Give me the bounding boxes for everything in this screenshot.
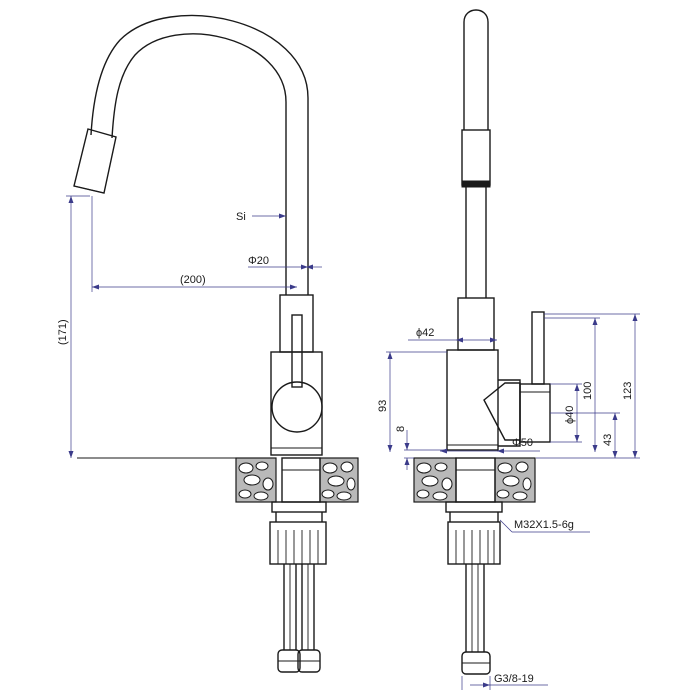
thread-leader (499, 519, 513, 533)
side-view: Si Φ20 (200) (171) (57, 14, 359, 673)
front-spout-top (463, 9, 489, 130)
side-shank (281, 457, 321, 503)
front-body-neck (457, 297, 495, 351)
side-lever (291, 314, 303, 388)
side-fixing-nut (269, 521, 327, 565)
dim43-label: 43 (602, 434, 614, 446)
front-washer (445, 501, 503, 513)
front-lever (531, 311, 545, 385)
front-spray-collar (461, 129, 491, 186)
side-spray-head-tip (73, 185, 105, 194)
side-washer (271, 501, 327, 513)
side-spray-head (73, 128, 117, 194)
dim100-label: 100 (582, 382, 594, 400)
side-body-neck (279, 294, 314, 353)
front-body (446, 349, 499, 451)
front-handle-slope (483, 382, 521, 441)
side-nut-ribs (277, 530, 319, 564)
front-stone-pattern (416, 461, 532, 501)
si-label: Si (236, 211, 246, 223)
phi50-label: Φ50 (512, 437, 533, 449)
front-view: ϕ42 93 8 Φ50 ϕ40 100 123 43 (377, 9, 640, 690)
thread-label: M32X1.5-6g (514, 519, 574, 531)
side-handle-knob (271, 381, 323, 433)
dim8-label: 8 (395, 426, 407, 432)
front-shank (455, 457, 496, 503)
side-stone-pattern (238, 461, 356, 501)
dim123-label: 123 (622, 382, 634, 400)
front-nut-ribs (455, 530, 495, 564)
side-body (270, 351, 323, 456)
front-fixing-nut (447, 521, 501, 565)
phi40-label: ϕ40 (564, 406, 576, 424)
phi20-label: Φ20 (248, 255, 269, 267)
dim93-label: 93 (377, 400, 389, 412)
side-spout-outer (90, 14, 309, 295)
side-supply-hoses (283, 564, 315, 650)
front-handle-housing (519, 383, 551, 443)
side-spout-inner (111, 33, 287, 295)
front-spray-outlet (461, 180, 491, 188)
front-supply-hose (465, 564, 485, 652)
phi42-label: ϕ42 (416, 327, 434, 339)
height-label: (171) (57, 319, 69, 345)
hose-label: G3/8-19 (494, 673, 534, 685)
reach-label: (200) (180, 274, 206, 286)
